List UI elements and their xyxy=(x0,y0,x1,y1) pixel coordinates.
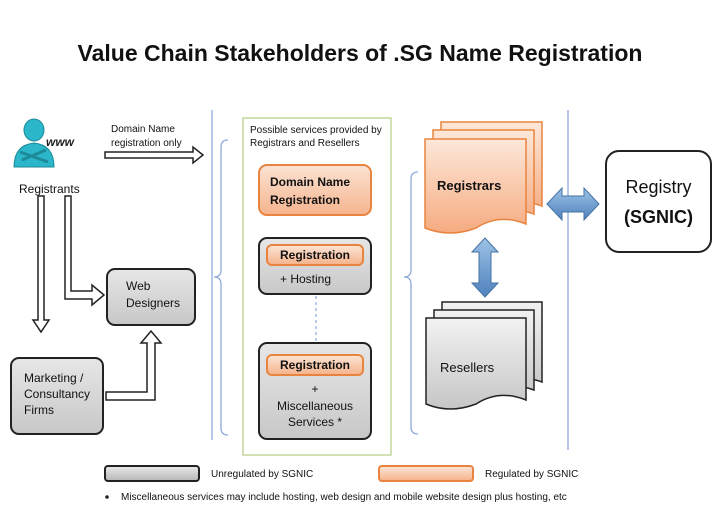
registration-hosting-box: Registration + Hosting xyxy=(258,237,372,295)
arrow-marketing-to-web-icon xyxy=(105,329,163,401)
arrow-label-line1: Domain Name xyxy=(111,124,175,135)
footnote-bullet-icon xyxy=(105,495,109,499)
registrars-resellers-double-arrow-icon xyxy=(470,237,500,298)
arrow-registrants-to-registrars-icon xyxy=(104,145,205,165)
registration-badge-misc: Registration xyxy=(266,354,364,376)
hosting-text: + Hosting xyxy=(280,272,332,286)
registration-badge-hosting-label: Registration xyxy=(279,247,350,262)
registrars-stack-icon xyxy=(424,121,543,234)
web-designers-line1: Web xyxy=(126,279,151,293)
registrant-www-text: www xyxy=(46,135,75,149)
marketing-line3: Firms xyxy=(24,403,54,417)
registrants-label: Registrants xyxy=(19,182,80,196)
footnote-text: Miscellaneous services may include hosti… xyxy=(121,492,567,503)
marketing-line1: Marketing / xyxy=(24,371,84,385)
dnr-line1: Domain Name xyxy=(270,175,351,189)
arrow-label-line2: registration only xyxy=(111,138,182,149)
marketing-consultancy-box: Marketing / Consultancy Firms xyxy=(10,357,104,435)
services-header-line1: Possible services provided by xyxy=(250,125,382,136)
registration-badge-misc-label: Registration xyxy=(279,357,350,372)
registry-line1: Registry xyxy=(625,176,692,197)
resellers-stack-icon xyxy=(425,301,543,410)
marketing-line2: Consultancy xyxy=(24,387,91,401)
legend-regulated-label: Regulated by SGNIC xyxy=(485,469,579,480)
services-header-line2: Registrars and Resellers xyxy=(250,138,360,149)
misc-line1: Miscellaneous xyxy=(276,399,354,413)
bracket-right-icon xyxy=(403,171,419,435)
bracket-left-icon xyxy=(213,139,229,436)
web-designers-line2: Designers xyxy=(126,296,181,310)
registration-misc-box: Registration + Miscellaneous Services * xyxy=(258,342,372,440)
registrars-label: Registrars xyxy=(437,178,502,193)
web-designers-box: Web Designers xyxy=(106,268,196,326)
legend-unregulated-swatch xyxy=(104,465,200,482)
registrant-person-icon xyxy=(13,118,55,168)
misc-line2: Services * xyxy=(287,415,343,429)
resellers-label: Resellers xyxy=(440,360,495,375)
arrow-registrants-to-web-icon xyxy=(64,195,106,307)
page-title: Value Chain Stakeholders of .SG Name Reg… xyxy=(77,40,643,66)
legend-regulated-swatch xyxy=(378,465,474,482)
registry-box: Registry (SGNIC) xyxy=(605,150,712,253)
misc-plus: + xyxy=(311,382,319,396)
registry-line2: (SGNIC) xyxy=(624,206,693,227)
arrow-registrants-down-icon xyxy=(31,195,51,334)
dnr-line2: Registration xyxy=(270,193,341,207)
domain-name-registration-box: Domain Name Registration xyxy=(258,164,372,216)
legend-unregulated-label: Unregulated by SGNIC xyxy=(211,469,314,480)
registrars-registry-double-arrow-icon xyxy=(546,186,600,222)
registration-badge-hosting: Registration xyxy=(266,244,364,266)
